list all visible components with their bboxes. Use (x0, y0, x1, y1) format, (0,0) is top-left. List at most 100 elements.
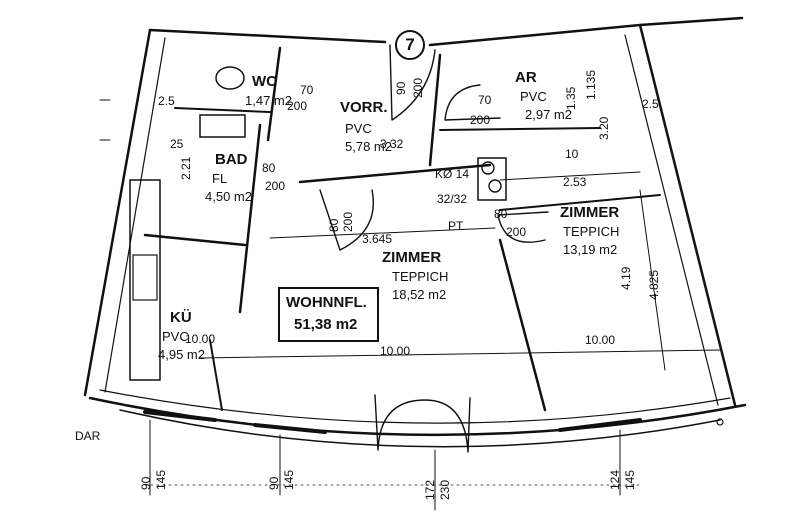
ku-sink (132, 254, 158, 301)
outer-right-wall (638, 23, 737, 407)
bad-name: BAD (215, 151, 248, 168)
vorr-floor: PVC (345, 121, 372, 136)
wc-door-w: 70 (300, 83, 314, 97)
wall-ar-left (428, 53, 442, 167)
ku-area: 4,95 m2 (158, 347, 205, 362)
door-arc-entrance (389, 44, 436, 121)
ku-name: KÜ (170, 309, 192, 326)
wall-zimmer-divider (498, 238, 547, 412)
zimmer-door-w: 80 (327, 218, 341, 232)
zimmer-right-name: ZIMMER (560, 204, 620, 221)
dim-25: 25 (170, 137, 184, 151)
bad-door-h: 200 (265, 179, 286, 193)
total-label: WOHNNFL. (286, 294, 367, 311)
dim-right-width: 10.00 (585, 333, 616, 347)
outer-left-wall-inner (104, 37, 166, 393)
ar-door-h: 200 (470, 113, 491, 127)
dim-253: 2.53 (563, 175, 587, 189)
facade-curve (119, 409, 721, 448)
kitchen-note-2: 32/32 (437, 192, 468, 206)
right-door-w: 80 (494, 207, 508, 221)
dim-ku-width: 10.00 (185, 332, 216, 346)
win1-h: 145 (154, 469, 168, 490)
ku-counter (129, 179, 161, 381)
ar-floor: PVC (520, 89, 547, 104)
outer-top-wall (148, 16, 744, 47)
dim-221: 2.21 (179, 156, 193, 180)
win3-w: 172 (423, 479, 437, 500)
wc-area: 1,47 m2 (245, 93, 292, 108)
ar-door-w: 70 (478, 93, 492, 107)
zimmer-right-floor: TEPPICH (563, 224, 620, 239)
ar-h1: 1.35 (564, 86, 578, 110)
win4-w: 124 (608, 469, 622, 490)
kitchen-unit (477, 157, 507, 201)
hob-1 (481, 161, 495, 175)
win2-h: 145 (282, 469, 296, 490)
dim-line-253 (499, 171, 641, 181)
ku-floor: PVC (162, 329, 189, 344)
vorr-height: 3.32 (380, 137, 404, 151)
wall-zimmer-top (499, 194, 661, 211)
zimmer-center-floor: TEPPICH (392, 269, 449, 284)
dar-label: DAR (75, 429, 101, 443)
dim-line-3645 (269, 227, 496, 239)
right-door-h: 200 (506, 225, 527, 239)
door-top-height: 200 (411, 77, 425, 98)
win1-w: 90 (139, 476, 153, 490)
wc-door-h: 200 (287, 99, 308, 113)
wall-wc-bad (174, 107, 271, 113)
ar-h2: 1.135 (584, 69, 598, 100)
outer-right-wall-inner (624, 34, 719, 406)
win4-h: 145 (623, 469, 637, 490)
wall-bad-right (238, 123, 262, 314)
door-arc-right (497, 211, 549, 243)
zimmer-center-area: 18,52 m2 (392, 287, 447, 302)
dim-line-right-height (639, 189, 666, 371)
dim-2-5a: 2.5 (158, 94, 175, 108)
bad-area: 4,50 m2 (205, 189, 252, 204)
dim-3645: 3.645 (362, 232, 393, 246)
outer-left-wall (83, 28, 152, 397)
win2-w: 90 (267, 476, 281, 490)
dim-2-5b: 2.5 (642, 97, 659, 111)
vorr-name: VORR. (340, 99, 388, 116)
marker-dot (716, 418, 724, 426)
dim-10: 10 (565, 147, 579, 161)
dim-line-left (99, 99, 111, 141)
door-top-width: 90 (394, 81, 408, 95)
window-1 (143, 410, 217, 422)
vorr-area: 5,78 m2 (345, 139, 392, 154)
dim-320: 3.20 (597, 116, 611, 140)
zimmer-door-h: 200 (341, 211, 355, 232)
total-area-box: WOHNNFL. 51,38 m2 (278, 287, 379, 342)
wc-toilet (215, 66, 245, 90)
outer-bottom-curve-inner (99, 389, 731, 424)
wall-wc-vorr (266, 46, 282, 142)
wall-ar-bottom (439, 127, 601, 131)
dim-line-center-width (199, 349, 721, 359)
zimmer-center-name: ZIMMER (382, 249, 442, 266)
door-arc-balcony (374, 394, 471, 453)
zimmer-right-area: 13,19 m2 (563, 242, 618, 257)
dim-center-width: 10.00 (380, 344, 411, 358)
total-area: 51,38 m2 (294, 316, 358, 333)
bad-floor: FL (212, 171, 228, 186)
ar-area: 2,97 m2 (525, 107, 572, 122)
unit-number: 7 (405, 35, 415, 54)
window-3 (558, 418, 642, 432)
wc-name: WC (252, 73, 277, 90)
hob-2 (488, 179, 502, 193)
unit-number-marker: 7 (395, 30, 425, 60)
ar-name: AR (515, 69, 537, 86)
window-2 (253, 423, 327, 434)
door-arc-ar (444, 84, 501, 121)
wall-ku-bottom (209, 339, 223, 411)
bad-sink (199, 114, 246, 138)
kitchen-note-1: KØ 14 (435, 167, 470, 181)
win3-h: 230 (438, 479, 452, 500)
wall-bad-ku (143, 233, 247, 247)
dim-4825: 4.825 (647, 269, 661, 300)
bad-door-w: 80 (262, 161, 276, 175)
